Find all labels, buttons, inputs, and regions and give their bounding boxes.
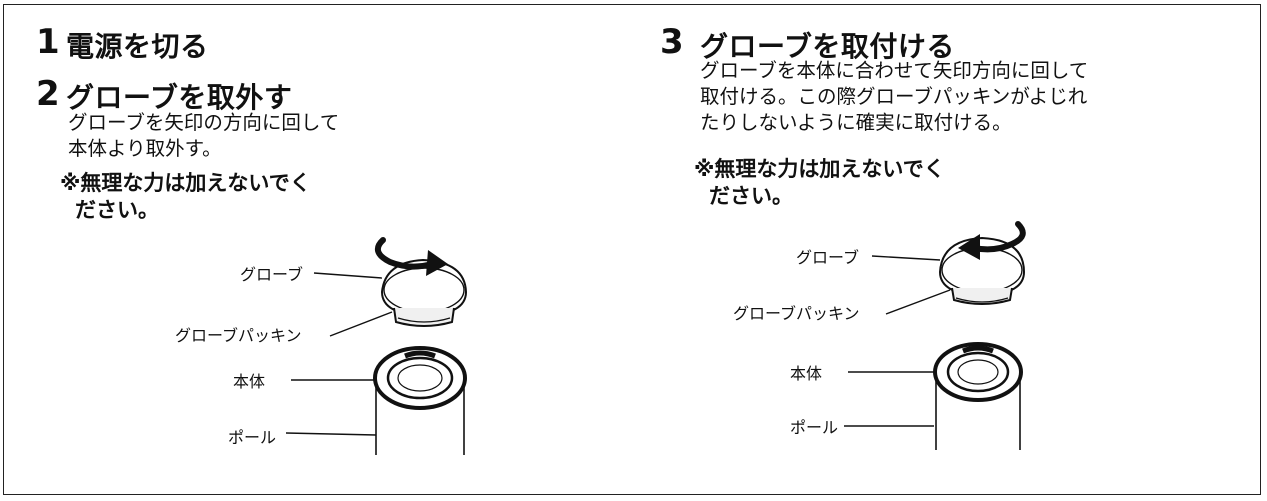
figure-1-globe-label: グローブ xyxy=(240,265,304,284)
leader-line xyxy=(285,432,377,436)
rotation-arrow-icon xyxy=(374,237,448,276)
figure-1-body-label: 本体 xyxy=(233,372,266,391)
step-3-title: グローブを取付ける xyxy=(700,30,955,63)
step-3-body-line: 取付ける。この際グローブパッキンがよじれ xyxy=(700,85,1088,108)
main-body-icon xyxy=(933,342,1023,402)
step-2-body: グローブを矢印の方向に回して 本体より取外す。 xyxy=(68,110,388,162)
pole-icon xyxy=(375,382,465,455)
leader-line xyxy=(329,311,393,337)
figure-2-packing-label: グローブパッキン xyxy=(733,304,860,323)
leader-line xyxy=(871,255,941,261)
instruction-panel xyxy=(3,4,1261,495)
step-2-title: グローブを取外す xyxy=(66,81,293,114)
step-2-number: 2 xyxy=(36,74,60,114)
step-3-body-line: たりしないように確実に取付ける。 xyxy=(700,111,1012,134)
step-3-body-line: グローブを本体に合わせて矢印方向に回して xyxy=(700,59,1089,82)
step-2-caution-line: ※無理な力は加えないでく xyxy=(60,171,311,195)
figure-1-packing-label: グローブパッキン xyxy=(175,326,302,345)
pole-icon xyxy=(935,376,1021,450)
step-3-body: グローブを本体に合わせて矢印方向に回して 取付ける。この際グローブパッキンがよじ… xyxy=(700,58,1160,136)
rotation-arrow-icon xyxy=(958,221,1026,260)
figure-2-body-label: 本体 xyxy=(790,364,823,383)
globe-icon xyxy=(380,258,468,327)
figure-2-globe-label: グローブ xyxy=(796,248,860,267)
figure-1-pole-label: ポール xyxy=(228,428,277,447)
leader-line xyxy=(313,272,383,279)
step-2-body-line: 本体より取外す。 xyxy=(68,137,222,160)
step-1-number: 1 xyxy=(36,22,60,62)
step-3-caution-line: ださい。 xyxy=(709,184,793,208)
step-2-caution: ※無理な力は加えないでく ださい。 xyxy=(60,170,380,224)
figure-2-pole-label: ポール xyxy=(790,418,839,437)
step-3-number: 3 xyxy=(660,22,684,62)
leader-line xyxy=(885,289,951,315)
step-3-caution-line: ※無理な力は加えないでく xyxy=(694,157,945,181)
step-2-body-line: グローブを矢印の方向に回して xyxy=(68,111,340,134)
main-body-icon xyxy=(373,346,467,410)
step-3-caution: ※無理な力は加えないでく ださい。 xyxy=(694,156,1014,210)
step-2-caution-line: ださい。 xyxy=(75,198,159,222)
step-1-title: 電源を切る xyxy=(66,30,209,63)
